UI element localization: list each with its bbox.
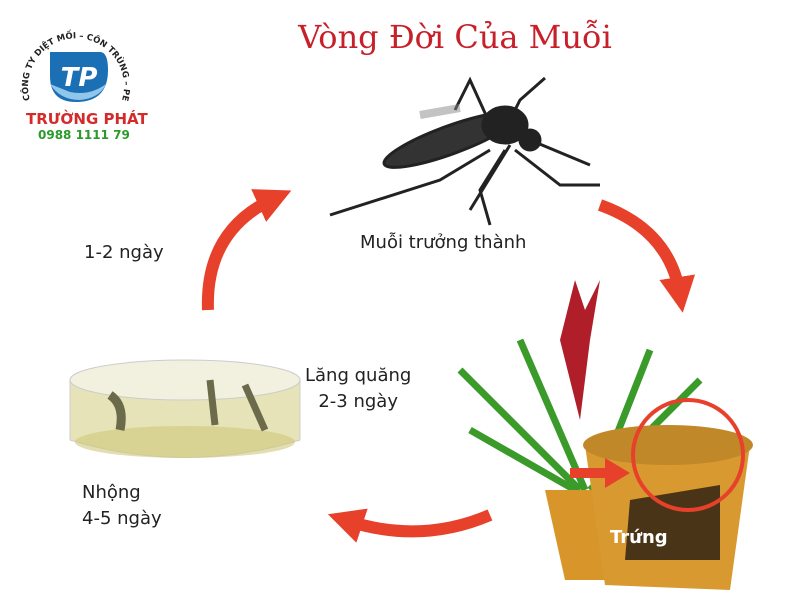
- label-larva: Lăng quăng 2-3 ngày: [305, 363, 411, 415]
- pointer-arrow-icon: [570, 458, 630, 488]
- label-eggs: Trứng: [610, 527, 668, 548]
- label-pupa-to-adult-duration: 1-2 ngày: [84, 242, 164, 263]
- cycle-arrow-adult-to-eggs: [597, 199, 696, 313]
- adult-mosquito-illustration: [329, 76, 600, 226]
- logo-company-name: TRƯỜNG PHÁT: [26, 110, 148, 128]
- label-pupa: Nhộng 4-5 ngày: [82, 480, 162, 532]
- label-adult: Muỗi trưởng thành: [360, 232, 527, 253]
- water-dish-illustration: [69, 359, 301, 458]
- larva-name: Lăng quăng: [305, 365, 412, 386]
- larva-duration: 2-3 ngày: [318, 391, 398, 412]
- plant-pot-illustration: [457, 280, 753, 590]
- cycle-arrow-eggs-to-larva: [327, 508, 493, 543]
- egg-highlight-circle: [631, 398, 745, 512]
- logo-shield-icon: [50, 52, 108, 102]
- logo-phone: 0988 1111 79: [38, 128, 130, 142]
- cycle-arrow-pupa-to-adult: [201, 189, 292, 311]
- logo-monogram: TP: [61, 63, 98, 93]
- pupa-name: Nhộng: [82, 482, 141, 503]
- pupa-duration: 4-5 ngày: [82, 508, 162, 529]
- page-title: Vòng Đời Của Muỗi: [298, 18, 612, 56]
